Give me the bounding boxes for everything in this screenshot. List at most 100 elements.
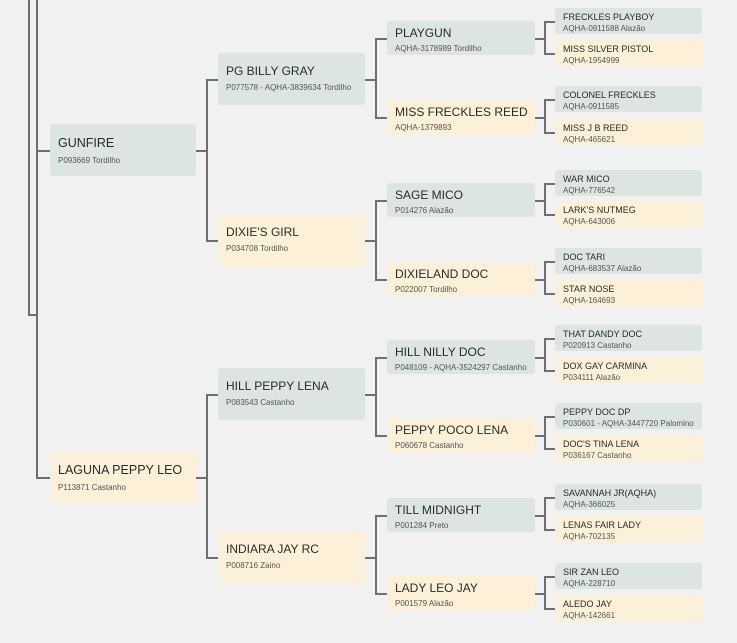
connector-line <box>544 214 555 216</box>
horse-name: THAT DANDY DOC <box>563 329 643 339</box>
horse-registration: AQHA-164693 <box>563 296 616 305</box>
connector-line <box>375 593 387 595</box>
horse-name: SAVANNAH JR(AQHA) <box>563 488 657 498</box>
horse-name: DIXIE'S GIRL <box>226 225 299 239</box>
horse-card-sire[interactable]: SAVANNAH JR(AQHA) AQHA-366025 <box>555 484 702 510</box>
connector-line <box>544 132 555 134</box>
connector-line <box>206 394 218 396</box>
horse-registration: AQHA-702135 <box>563 532 616 541</box>
connector-line <box>375 117 387 119</box>
horse-registration: AQHA-0911585 <box>563 102 619 111</box>
connector-line <box>544 338 546 372</box>
horse-registration: AQHA-366025 <box>563 500 616 509</box>
horse-registration: P001579 Alazão <box>395 599 454 608</box>
horse-registration: AQHA-3178989 Tordilho <box>395 44 482 53</box>
horse-registration: AQHA-776542 <box>563 186 616 195</box>
connector-line <box>544 529 555 531</box>
connector-line <box>36 477 50 479</box>
horse-name: PG BILLY GRAY <box>226 64 315 78</box>
horse-card-sire[interactable]: PLAYGUN AQHA-3178989 Tordilho <box>387 21 535 55</box>
connector-line <box>544 183 555 185</box>
horse-card-sire[interactable]: THAT DANDY DOC P020913 Castanho <box>555 325 702 351</box>
horse-registration: AQHA-1379893 <box>395 123 452 132</box>
connector-line <box>375 38 387 40</box>
connector-line <box>535 279 544 281</box>
connector-line <box>544 338 555 340</box>
horse-name: INDIARA JAY RC <box>226 542 319 556</box>
connector-line <box>375 357 387 359</box>
horse-name: FRECKLES PLAYBOY <box>563 12 655 22</box>
horse-card-dam[interactable]: LADY LEO JAY P001579 Alazão <box>387 576 535 610</box>
connector-line <box>535 435 544 437</box>
horse-registration: P048109 - AQHA-3524297 Castanho <box>395 363 527 372</box>
connector-line <box>206 557 218 559</box>
horse-registration: P034708 Tordilho <box>226 244 289 253</box>
horse-registration: P083543 Castanho <box>226 398 295 407</box>
horse-registration: P034111 Alazão <box>563 373 621 382</box>
horse-name: DOC'S TINA LENA <box>563 439 640 449</box>
horse-name: DOX GAY CARMINA <box>563 361 648 371</box>
connector-line <box>544 53 555 55</box>
horse-registration: P020913 Castanho <box>563 341 632 350</box>
connector-line <box>544 183 546 216</box>
horse-name: DIXIELAND DOC <box>395 267 489 281</box>
connector-line <box>196 150 206 152</box>
horse-registration: P077578 - AQHA-3839634 Tordilho <box>226 83 352 92</box>
root-connector-line <box>36 0 38 478</box>
horse-name: LAGUNA PEPPY LEO <box>58 463 183 477</box>
connector-line <box>375 515 377 595</box>
connector-line <box>375 435 387 437</box>
connector-line <box>544 261 546 295</box>
horse-name: PEPPY POCO LENA <box>395 423 509 437</box>
horse-name: LADY LEO JAY <box>395 581 478 595</box>
connector-line <box>544 497 555 499</box>
connector-line <box>544 608 555 610</box>
connector-line <box>544 576 555 578</box>
horse-card-sire[interactable]: PG BILLY GRAY P077578 - AQHA-3839634 Tord… <box>218 53 365 105</box>
root-connector-line <box>28 314 36 316</box>
horse-card-dam[interactable]: DIXIE'S GIRL P034708 Tordilho <box>218 214 365 266</box>
connector-line <box>544 448 555 450</box>
horse-name: LARK'S NUTMEG <box>563 205 636 215</box>
horse-name: SIR ZAN LEO <box>563 567 620 577</box>
horse-registration: P030601 - AQHA-3447720 Palomino <box>563 419 694 428</box>
connector-line <box>365 240 375 242</box>
connector-line <box>206 240 218 242</box>
connector-line <box>535 200 544 202</box>
connector-line <box>365 79 375 81</box>
horse-name: PLAYGUN <box>395 26 452 40</box>
connector-line <box>375 200 387 202</box>
connector-line <box>365 557 375 559</box>
connector-line <box>544 99 546 134</box>
horse-name: SAGE MICO <box>395 188 464 202</box>
horse-name: MISS SILVER PISTOL <box>563 44 654 54</box>
connector-line <box>206 79 218 81</box>
horse-name: DOC TARI <box>563 252 606 262</box>
horse-name: MISS J B REED <box>563 123 629 133</box>
connector-line <box>544 261 555 263</box>
horse-card-dam[interactable]: DOX GAY CARMINA P034111 Alazão <box>555 357 702 383</box>
